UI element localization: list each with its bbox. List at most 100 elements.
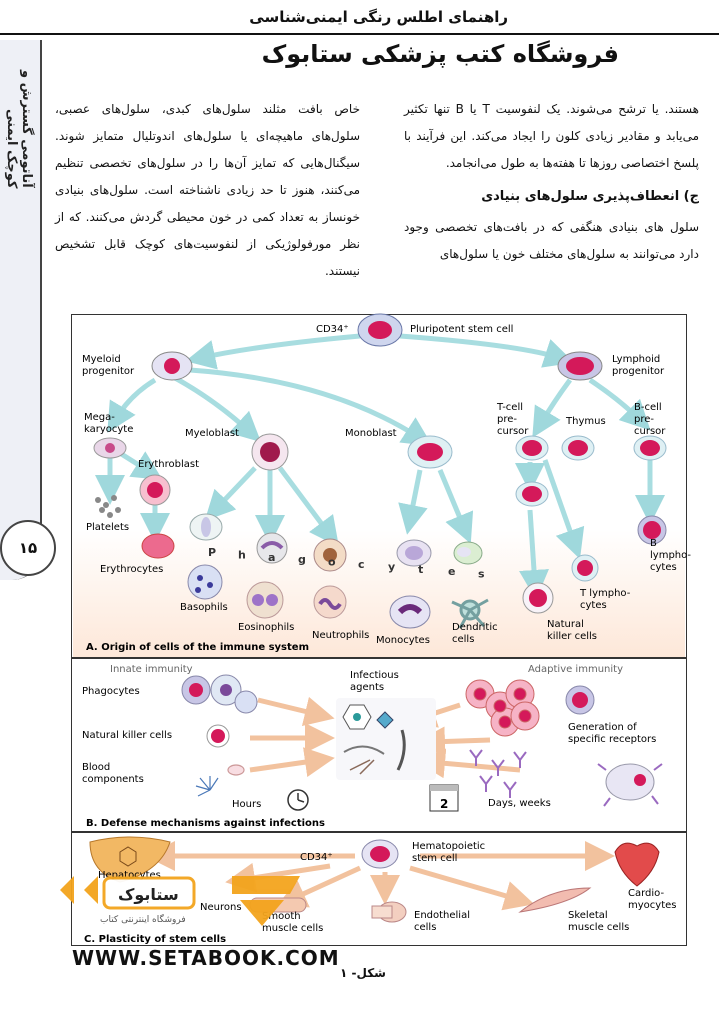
erythroblast-cell bbox=[139, 474, 171, 506]
skeletal-label: Skeletal bbox=[568, 910, 608, 921]
dendritic-cell bbox=[451, 598, 489, 629]
generation-label: specific receptors bbox=[568, 734, 656, 745]
days-label: Days, weeks bbox=[488, 798, 551, 809]
left-text-column: خاص بافت مثلند سلول‌های کبدی، سلول‌های ع… bbox=[55, 102, 360, 278]
monocyte-cell bbox=[389, 595, 431, 629]
myeloid-progenitor-cell bbox=[151, 351, 193, 381]
smooth-label: Smooth bbox=[262, 911, 301, 922]
phagocytes-letter: P bbox=[208, 546, 216, 559]
cd34-label: CD34⁺ bbox=[316, 324, 349, 335]
neutrophils-label: Neutrophils bbox=[312, 630, 369, 641]
panel-b-title: B. Defense mechanisms against infections bbox=[86, 818, 325, 829]
stem-cell-label: Pluripotent stem cell bbox=[410, 324, 513, 335]
myeloid-label: progenitor bbox=[82, 366, 135, 377]
hours-label: Hours bbox=[232, 799, 261, 810]
nk-label: killer cells bbox=[547, 631, 597, 642]
phagocytes-letter: s bbox=[478, 568, 485, 581]
erythroblast-label: Erythroblast bbox=[138, 459, 199, 470]
hsc-cell bbox=[361, 839, 399, 869]
b-precursor-label: B-cell bbox=[634, 402, 662, 413]
watermark-url: WWW.SETABOOK.COM bbox=[72, 946, 340, 970]
megakaryocyte-label: Mega- bbox=[84, 412, 115, 423]
band-cell bbox=[256, 532, 288, 564]
t-lympho-label: cytes bbox=[580, 600, 607, 611]
endothelial-label: cells bbox=[414, 922, 436, 933]
phagocytes-letter: t bbox=[418, 563, 423, 576]
generation-label: Generation of bbox=[568, 722, 637, 733]
nk-b-cell bbox=[206, 724, 230, 748]
panel-a bbox=[95, 333, 665, 600]
neurons-label: Neurons bbox=[200, 902, 242, 913]
b-precursor-label: cursor bbox=[634, 426, 666, 437]
clock-icon bbox=[287, 789, 309, 811]
monocytes-label: Monocytes bbox=[376, 635, 430, 646]
innate-label: Innate immunity bbox=[110, 664, 193, 675]
logo-text: ستابوک bbox=[118, 885, 179, 904]
setabook-logo bbox=[60, 876, 300, 926]
side-tab bbox=[0, 40, 42, 580]
t-lympho-label: T lympho- bbox=[579, 588, 631, 599]
b-precursor-label: pre- bbox=[634, 414, 654, 425]
endothelial-label: Endothelial bbox=[414, 910, 470, 921]
neutrophil-precursor-cell bbox=[313, 538, 347, 572]
dendritic-label: cells bbox=[452, 634, 474, 645]
cardio-label: Cardio- bbox=[628, 888, 664, 899]
figure-caption: شکل- ۱ bbox=[340, 966, 386, 980]
erythrocyte-cell bbox=[141, 533, 175, 559]
infectious-label: Infectious bbox=[350, 670, 399, 681]
t-cell-2 bbox=[515, 481, 549, 507]
blood-label: components bbox=[82, 774, 144, 785]
t-precursor-label: T-cell bbox=[496, 402, 523, 413]
lymphoid-label: Lymphoid bbox=[612, 354, 660, 365]
myeloid-label: Myeloid bbox=[82, 354, 121, 365]
hsc-label: Hematopoietic bbox=[412, 841, 485, 852]
section-heading: ج) انعطاف‌پذیری سلول‌های بنیادی bbox=[481, 189, 699, 204]
phagocytes-letter: e bbox=[448, 565, 455, 578]
b-lympho-label: cytes bbox=[650, 562, 677, 573]
endothelial-icon bbox=[371, 901, 407, 923]
lymphoid-label: progenitor bbox=[612, 366, 665, 377]
eosinophils-label: Eosinophils bbox=[238, 622, 294, 633]
megakaryocyte-label: karyocyte bbox=[84, 424, 133, 435]
panel-a-title: A. Origin of cells of the immune system bbox=[86, 642, 309, 653]
basophils-label: Basophils bbox=[180, 602, 228, 613]
paragraph: سلول های بنیادی هنگفی که در بافت‌های تخص… bbox=[404, 220, 699, 261]
nk-b-label: Natural killer cells bbox=[82, 730, 172, 741]
blood-components-icon bbox=[195, 764, 245, 797]
t-lymphocyte-cell bbox=[571, 554, 599, 582]
megakaryocyte-cell bbox=[93, 437, 127, 459]
skeletal-muscle-icon bbox=[518, 887, 592, 913]
logo-subtext: فروشگاه اینترنتی کتاب bbox=[100, 913, 186, 925]
phagocytes-letter: a bbox=[268, 551, 275, 564]
t-precursor-cell bbox=[515, 435, 549, 461]
myeloblast-cell bbox=[251, 433, 289, 471]
hepatocytes-label: Hepatocytes bbox=[98, 870, 161, 881]
b-lympho-label: B bbox=[650, 538, 657, 549]
smooth-label: muscle cells bbox=[262, 923, 323, 934]
skeletal-label: muscle cells bbox=[568, 922, 629, 933]
nk-cell bbox=[522, 582, 554, 614]
platelets-cluster bbox=[95, 495, 121, 518]
phagocytes-letter: c bbox=[358, 558, 365, 571]
header-divider bbox=[0, 33, 719, 35]
monoblast-label: Monoblast bbox=[345, 428, 397, 439]
phagocytes-b-label: Phagocytes bbox=[82, 686, 140, 697]
phagocytes-letter: g bbox=[298, 553, 306, 566]
panel-divider bbox=[71, 657, 687, 659]
side-tab-label: آناتومی گسترش و کوچک ایمنی bbox=[4, 70, 34, 188]
book-title: راهنمای اطلس رنگی ایمنی‌شناسی bbox=[249, 8, 508, 26]
right-text-column: هستند. یا ترشح می‌شوند. یک لنفوسیت T یا … bbox=[404, 96, 699, 268]
heart-icon bbox=[614, 842, 660, 887]
erythrocytes-label: Erythrocytes bbox=[100, 564, 163, 575]
page-number: ۱۵ bbox=[0, 520, 56, 576]
granulocyte-cell bbox=[189, 513, 223, 541]
t-precursor-label: cursor bbox=[497, 426, 529, 437]
stem-cell bbox=[357, 313, 403, 347]
hsc-label: stem cell bbox=[412, 853, 457, 864]
phagocyte-cells bbox=[181, 674, 258, 714]
infectious-label: agents bbox=[350, 682, 384, 693]
basophil-cell bbox=[187, 564, 223, 600]
b-lympho-label: lympho- bbox=[650, 550, 691, 561]
paragraph: هستند. یا ترشح می‌شوند. یک لنفوسیت T یا … bbox=[404, 102, 699, 170]
phagocytes-letter: o bbox=[328, 556, 336, 569]
